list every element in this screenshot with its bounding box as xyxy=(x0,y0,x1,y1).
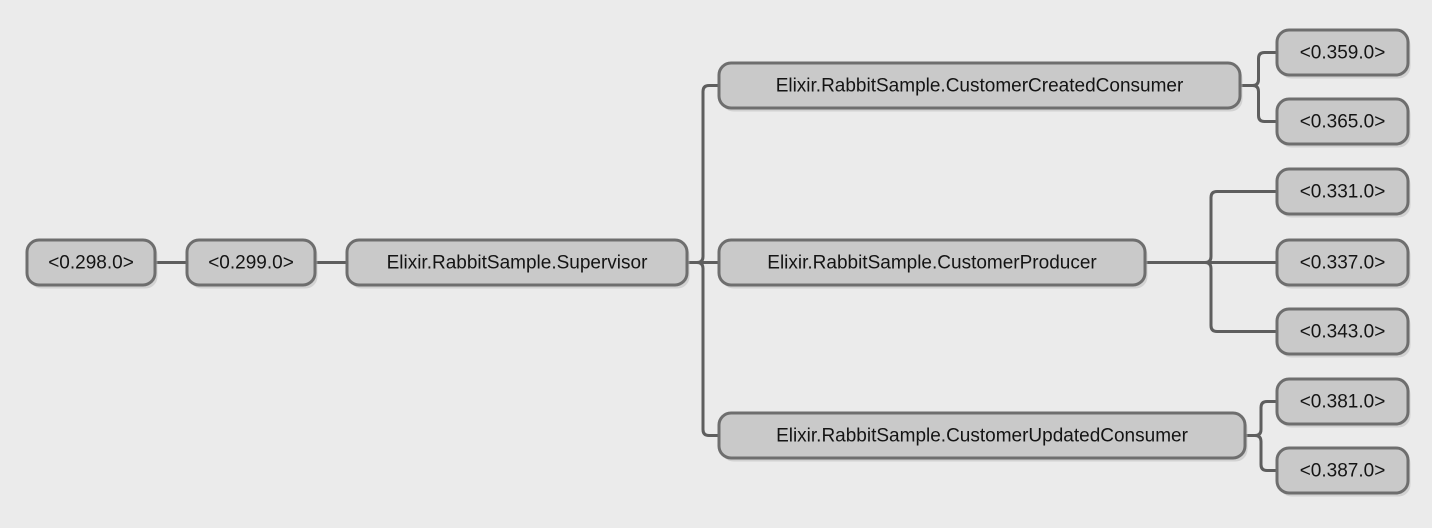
node-layer: <0.298.0> <0.299.0> Elixir.RabbitSample.Su… xyxy=(25,28,1411,497)
tree-node-producer[interactable]: Elixir.RabbitSample.CustomerProducer xyxy=(717,238,1148,289)
node-box xyxy=(1275,97,1410,146)
node-box xyxy=(717,411,1247,460)
node-box xyxy=(1275,238,1410,287)
node-box xyxy=(1275,446,1410,495)
node-box xyxy=(185,238,317,287)
tree-node-pid-337[interactable]: <0.337.0> xyxy=(1275,238,1411,289)
tree-edge xyxy=(687,84,719,264)
node-label: <0.343.0> xyxy=(1300,322,1386,343)
node-label: <0.359.0> xyxy=(1300,43,1386,64)
tree-node-pid-381[interactable]: <0.381.0> xyxy=(1275,377,1411,428)
node-label: <0.337.0> xyxy=(1300,253,1386,274)
node-label: <0.299.0> xyxy=(208,253,294,274)
tree-edge xyxy=(1245,400,1277,437)
tree-node-updated-consumer[interactable]: Elixir.RabbitSample.CustomerUpdatedConsu… xyxy=(717,411,1248,462)
tree-node-pid-359[interactable]: <0.359.0> xyxy=(1275,28,1411,79)
node-label: Elixir.RabbitSample.Supervisor xyxy=(387,253,649,274)
node-box xyxy=(717,238,1147,287)
node-box xyxy=(717,61,1242,110)
tree-edge xyxy=(687,261,719,437)
node-box xyxy=(345,238,689,287)
node-box xyxy=(25,238,157,287)
tree-node-supervisor[interactable]: Elixir.RabbitSample.Supervisor xyxy=(345,238,690,289)
tree-node-pid-331[interactable]: <0.331.0> xyxy=(1275,167,1411,218)
node-box xyxy=(1275,307,1410,356)
tree-node-pid-298[interactable]: <0.298.0> xyxy=(25,238,158,289)
tree-edge xyxy=(1240,51,1277,87)
node-label: <0.365.0> xyxy=(1300,112,1386,133)
node-label: <0.298.0> xyxy=(48,253,134,274)
tree-edge xyxy=(1240,84,1277,123)
tree-node-created-consumer[interactable]: Elixir.RabbitSample.CustomerCreatedConsu… xyxy=(717,61,1243,112)
node-label: Elixir.RabbitSample.CustomerProducer xyxy=(767,253,1097,274)
tree-node-pid-343[interactable]: <0.343.0> xyxy=(1275,307,1411,358)
node-label: Elixir.RabbitSample.CustomerCreatedConsu… xyxy=(776,76,1184,97)
node-box xyxy=(1275,377,1410,426)
edge-layer xyxy=(155,51,1277,472)
tree-edge xyxy=(1145,261,1277,333)
node-box xyxy=(1275,167,1410,216)
node-box xyxy=(1275,28,1410,77)
tree-edge xyxy=(1145,190,1277,264)
node-label: <0.381.0> xyxy=(1300,392,1386,413)
tree-edge xyxy=(1245,434,1277,472)
node-label: Elixir.RabbitSample.CustomerUpdatedConsu… xyxy=(776,426,1189,447)
node-label: <0.331.0> xyxy=(1300,182,1386,203)
node-label: <0.387.0> xyxy=(1300,461,1386,482)
tree-node-pid-299[interactable]: <0.299.0> xyxy=(185,238,318,289)
tree-node-pid-365[interactable]: <0.365.0> xyxy=(1275,97,1411,148)
tree-node-pid-387[interactable]: <0.387.0> xyxy=(1275,446,1411,497)
